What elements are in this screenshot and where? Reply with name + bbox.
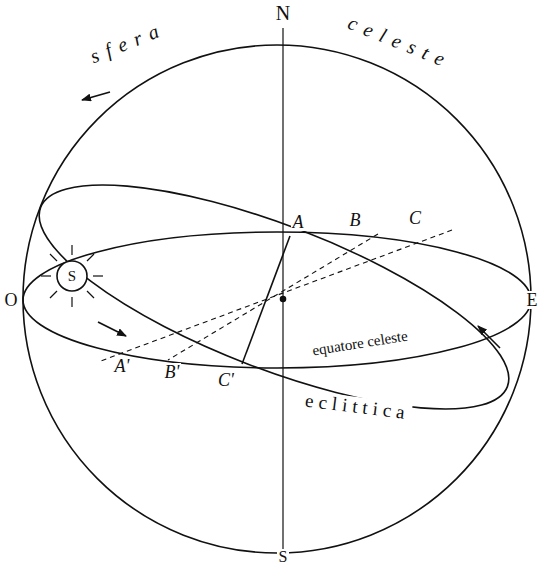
cardinal-label: O: [3, 291, 20, 309]
arc-label: sfera: [87, 18, 169, 67]
center-point: [281, 297, 286, 302]
motion-arrow: [98, 322, 126, 336]
ecliptic: [15, 140, 533, 454]
point-label: A: [291, 213, 306, 231]
circle-label: equatore celeste: [309, 328, 410, 358]
sun-symbol: [41, 245, 103, 307]
pole-label: N: [274, 3, 292, 23]
point-label: C': [216, 371, 236, 389]
point-label: B: [348, 211, 363, 229]
arc-label: celeste: [345, 12, 455, 72]
circle-label: eclittica: [303, 390, 414, 422]
dashed-line: [98, 230, 452, 362]
pole-label: S: [277, 549, 290, 565]
point-label: A': [113, 357, 132, 375]
motion-arrow: [82, 92, 110, 100]
celestial-sphere: [23, 45, 531, 553]
cardinal-label: E: [525, 291, 540, 309]
point-label: C: [407, 209, 423, 227]
sun-label: S: [68, 269, 76, 284]
polar-axis: [282, 28, 283, 552]
solid-line: [242, 236, 290, 364]
celestial-equator: [23, 232, 531, 368]
point-label: B': [163, 363, 182, 381]
motion-arrow: [478, 326, 500, 348]
